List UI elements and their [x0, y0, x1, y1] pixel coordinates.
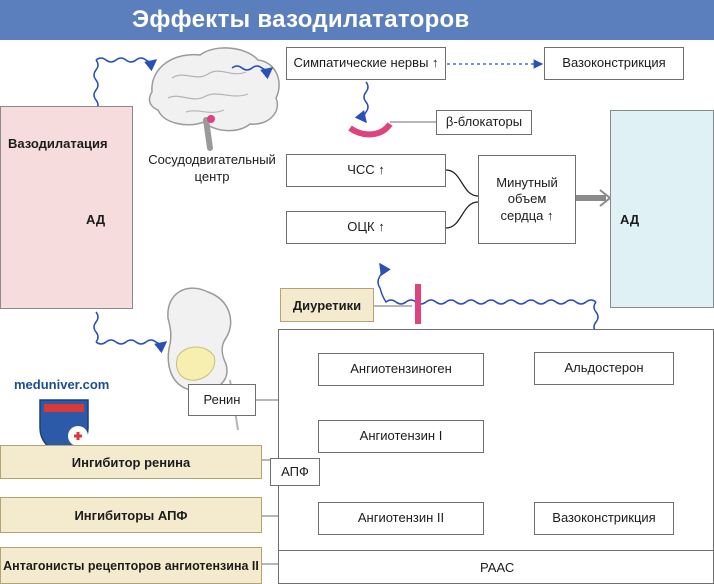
- sympathetic-nerves-box: Симпатические нервы ↑: [286, 47, 446, 80]
- aldosterone-box: Альдостерон: [534, 352, 674, 385]
- angiotensin-1-box: Ангиотензин I: [318, 420, 484, 453]
- diagram-title: Эффекты вазодилататоров: [132, 6, 470, 33]
- diuretics-box: Диуретики: [280, 288, 374, 322]
- renin-inhibitor-box: Ингибитор ренина: [0, 445, 262, 479]
- cardiac-output-box: Минутный объем сердца ↑: [478, 155, 576, 244]
- angiotensin-1-text: Ангиотензин I: [359, 428, 443, 444]
- blood-volume-box: ОЦК ↑: [286, 211, 446, 244]
- beta-blockers-box: β-блокаторы: [436, 110, 532, 135]
- vasoconstriction-bottom-text: Вазоконстрикция: [552, 510, 656, 526]
- ace-inhibitors-box: Ингибиторы АПФ: [0, 497, 262, 533]
- increase-arrow-icon: ↑: [374, 219, 385, 235]
- ace-text: АПФ: [281, 463, 309, 479]
- increase-arrow-icon: ↑: [543, 207, 554, 223]
- renin-text: Ренин: [203, 391, 241, 407]
- increase-arrow-icon: ↑: [428, 55, 439, 71]
- raas-label: РААС: [480, 560, 515, 575]
- brain-illustration: [148, 47, 280, 151]
- at2-antagonists-text: Антагонисты рецепторов ангиотензина II: [3, 558, 259, 573]
- raas-separator: [278, 550, 714, 551]
- vasodilation-label: Вазодилатация: [8, 136, 108, 151]
- angiotensin-2-box: Ангиотензин II: [318, 502, 484, 535]
- vasoconstriction-top-text: Вазоконстрикция: [562, 55, 666, 71]
- ace-box: АПФ: [270, 458, 320, 486]
- vasomotor-center-label: Сосудодвигательный центр: [146, 152, 278, 186]
- increase-arrow-icon: ↑: [374, 162, 385, 178]
- sympathetic-nerves-text: Симпатические нервы: [293, 55, 429, 71]
- vasodilation-panel: [0, 106, 133, 309]
- heart-rate-text: ЧСС: [347, 162, 375, 178]
- aldosterone-text: Альдостерон: [564, 360, 644, 376]
- bp-label-right: АД: [620, 212, 640, 227]
- cardiac-output-line3: сердца: [500, 207, 544, 223]
- cardiac-output-line2: объем: [507, 191, 547, 207]
- diuretics-text: Диуретики: [292, 297, 362, 313]
- angiotensin-2-text: Ангиотензин II: [357, 510, 445, 526]
- cardiac-output-line1: Минутный: [496, 175, 558, 191]
- title-bar: Эффекты вазодилататоров: [0, 0, 714, 40]
- renin-box: Ренин: [188, 384, 256, 416]
- angiotensinogen-box: Ангиотензиноген: [318, 353, 484, 386]
- beta-blockers-text: β-блокаторы: [445, 114, 523, 130]
- renin-inhibitor-text: Ингибитор ренина: [71, 454, 191, 470]
- watermark-text: meduniver.com: [14, 377, 110, 392]
- vasoconstriction-top-box: Вазоконстрикция: [544, 47, 684, 80]
- vasomotor-center-line1: Сосудодвигательный: [148, 152, 276, 167]
- angiotensinogen-text: Ангиотензиноген: [350, 361, 452, 377]
- vasoconstriction-bottom-box: Вазоконстрикция: [534, 502, 674, 535]
- blood-volume-text: ОЦК: [347, 219, 375, 235]
- cardiac-output-bp-panel: [610, 110, 714, 308]
- site-logo-shield: [39, 399, 89, 457]
- vasomotor-center-line2: центр: [194, 168, 230, 184]
- bp-label-left: АД: [86, 212, 106, 227]
- ace-inhibitors-text: Ингибиторы АПФ: [74, 507, 188, 523]
- at2-antagonists-box: Антагонисты рецепторов ангиотензина II: [0, 547, 262, 584]
- heart-rate-box: ЧСС ↑: [286, 154, 446, 187]
